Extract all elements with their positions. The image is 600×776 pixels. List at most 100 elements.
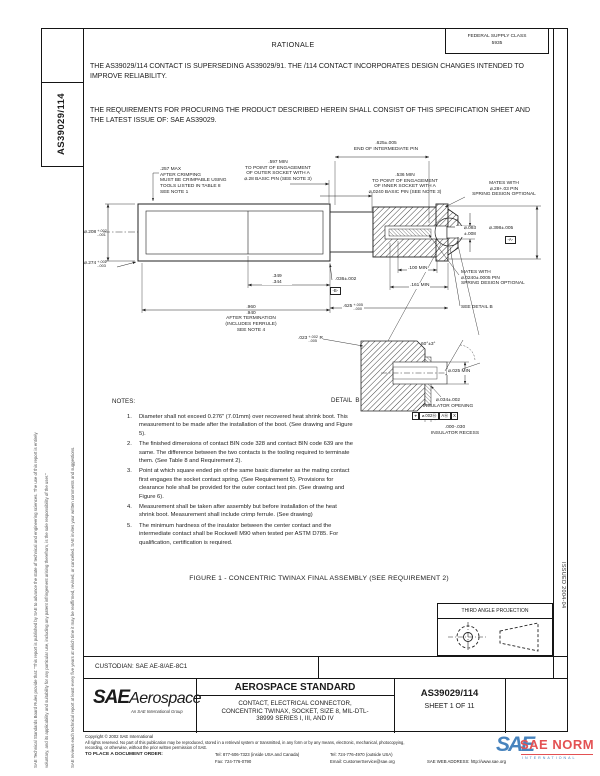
- document-number: AS39029/114: [420, 688, 479, 699]
- dim-value: ⌀.208: [84, 230, 97, 236]
- copyright-line: Copyright © 2002 SAE International: [85, 734, 154, 739]
- dim-suffix: R: [319, 336, 323, 342]
- datum-b-symbol: -B-: [330, 287, 341, 295]
- watermark-subtext: INTERNATIONAL: [522, 756, 577, 760]
- email-address: Email: CustomerService@sae.org: [330, 759, 395, 764]
- note-mates-outer-pin: MATES WITH ⌀.28+.03 PIN SPRING DESIGN OP…: [472, 181, 536, 198]
- title-block-rule: [394, 679, 395, 733]
- title-block-rule: [505, 679, 506, 733]
- fcf-datum-1: AⓂ: [438, 412, 451, 420]
- fsc-line1: FEDERAL SUPPLY CLASS: [467, 34, 527, 39]
- sae-logo-text: SAE: [93, 687, 130, 708]
- dim-value: .023: [298, 336, 308, 342]
- fax-number: Fax: 724-776-0790: [215, 759, 252, 764]
- federal-supply-class-box: FEDERAL SUPPLY CLASS 5935: [445, 28, 549, 54]
- rationale-heading: RATIONALE: [271, 40, 315, 49]
- note-item: 2. The finished dimensions of contact BI…: [127, 440, 353, 465]
- dim-161-min: .161 MIN: [409, 283, 431, 289]
- figure-1-caption: FIGURE 1 - CONCENTRIC TWINAX FINAL ASSEM…: [189, 575, 449, 582]
- see-detail-b-callout: SEE DETAIL B: [461, 305, 493, 310]
- tol-plus: +.002: [97, 260, 107, 264]
- tel-outside-usa: Tel: 724-776-4970 (outside USA): [330, 752, 393, 757]
- sae-norm-watermark: SAE SAE NORM INTERNATIONAL: [496, 733, 598, 775]
- dim-outer-engagement: .597 MIN TO POINT OF ENGAGEMENT OF OUTER…: [244, 160, 312, 183]
- third-angle-projection-label: THIRD ANGLE PROJECTION: [438, 604, 552, 619]
- fcf-tolerance: ⌀.002Ⓜ: [419, 412, 439, 420]
- note-item: 4. Measurement shall be taken after asse…: [127, 503, 353, 520]
- tol-plus: +.002: [97, 229, 107, 233]
- third-angle-projection-symbol: [448, 622, 539, 652]
- note-text: The finished dimensions of contact BIN c…: [139, 441, 353, 465]
- watermark-rule: [521, 754, 593, 755]
- left-margin-fine-print-2: voluntary, and its applicability and sui…: [44, 473, 49, 768]
- rationale-paragraph-2: THE REQUIREMENTS FOR PROCURING THE PRODU…: [90, 107, 531, 124]
- sheet-number: SHEET 1 OF 11: [424, 703, 475, 710]
- custodian-row: CUSTODIAN: SAE AE-8/AE-8C1: [83, 656, 568, 679]
- rationale-paragraph-1: THE AS39029/114 CONTACT IS SUPERSEDING A…: [90, 63, 525, 80]
- right-sidebar-rule: [553, 28, 554, 678]
- dim-diameter-208: ⌀.208 +.002-.001: [84, 229, 107, 237]
- note-text: Diameter shall not exceed 0.276" (7.01mm…: [139, 414, 353, 437]
- fcf-datum-2: X: [450, 412, 459, 420]
- title-block-rule: [196, 679, 197, 733]
- custodian-divider: [318, 657, 319, 679]
- dim-diameter-093: ⌀.093 ±.008: [455, 226, 485, 238]
- tol-plus: +.005: [353, 303, 363, 307]
- dim-diameter-274: ⌀.274 +.002-.003: [84, 260, 107, 268]
- dim-length-960-after-termination: .960 .940 AFTER TERMINATION (INCLUDES FE…: [225, 305, 277, 333]
- note-number: 1.: [127, 414, 132, 420]
- rights-statement: All rights reserved. No part of this pub…: [85, 740, 405, 751]
- title-block: SAEAerospace An SAE International Group …: [83, 678, 568, 733]
- left-margin-fine-print-1: SAE Technical Standards Board Rules prov…: [33, 432, 38, 768]
- tol-plus: +.002: [308, 335, 318, 339]
- dim-inner-engagement: .536 MIN TO POINT OF ENGAGEMENT OF INNER…: [368, 173, 442, 196]
- dim-length-625: .625 +.005-.000: [342, 303, 364, 312]
- detail-b-title: DETAIL B: [331, 397, 360, 404]
- insulator-opening-label: ⌀.034±.002 INSULATOR OPENING: [422, 398, 474, 409]
- order-label: TO PLACE A DOCUMENT ORDER:: [85, 752, 163, 757]
- note-mates-inner-pin: MATES WITH ⌀.0240±.0005 PIN SPRING DESIG…: [461, 270, 525, 287]
- note-item: 1. Diameter shall not exceed 0.276" (7.0…: [127, 413, 353, 438]
- note-item: 5. The minimum hardness of the insulator…: [127, 522, 353, 547]
- datum-a-symbol: -A-: [505, 236, 516, 244]
- watermark-emblem: SAE: [496, 733, 535, 756]
- note-text: The minimum hardness of the insulator be…: [139, 522, 339, 546]
- dim-value: ⌀.274: [84, 261, 97, 267]
- dim-diameter-025-min: ⌀.025 MIN: [447, 369, 472, 375]
- note-item: 3. Point at which square ended pin of th…: [127, 467, 353, 501]
- custodian-label: CUSTODIAN: SAE AE-8/AE-8C1: [95, 663, 188, 670]
- notes-list: 1. Diameter shall not exceed 0.276" (7.0…: [127, 413, 353, 549]
- assembly-drawing: [103, 155, 541, 422]
- insulator-recess-label: .000-.030 INSULATOR RECESS: [430, 425, 480, 436]
- third-angle-projection-box: THIRD ANGLE PROJECTION: [437, 603, 553, 656]
- note-number: 5.: [127, 522, 132, 529]
- aerospace-logo-text: Aerospace: [129, 690, 202, 707]
- sae-aerospace-logo: SAEAerospace An SAE International Group: [93, 687, 202, 714]
- dim-length-349-344: .349 .344: [262, 274, 292, 286]
- tol-minus: -.003: [97, 264, 106, 269]
- note-number: 2.: [127, 441, 132, 448]
- fsc-line2: 5935: [491, 40, 503, 46]
- standard-type-heading: AEROSPACE STANDARD: [196, 679, 394, 696]
- dim-100-min: .100 MIN: [407, 266, 429, 272]
- tol-minus: -.005: [308, 339, 317, 344]
- note-text: Measurement shall be taken after assembl…: [139, 504, 337, 519]
- dim-crimp-length-note: .257 MAX AFTER CRIMPING MUST BE CRIMPABL…: [160, 167, 227, 195]
- dim-diameter-398: ⌀.398±.005: [489, 226, 514, 231]
- tel-inside-usa: Tel: 877-606-7323 (inside USA and Canada…: [215, 752, 300, 757]
- dim-intermediate-pin-end: .625±.005 END OF INTERMEDIATE PIN: [353, 141, 419, 152]
- document-title: CONTACT, ELECTRICAL CONNECTOR, CONCENTRI…: [221, 700, 369, 723]
- web-address: SAE WEB ADDRESS: http://www.sae.org: [427, 759, 507, 764]
- note-text: Point at which square ended pin of the s…: [139, 468, 350, 500]
- doc-number-sidebar-divider: [41, 82, 84, 83]
- notes-heading: NOTES:: [112, 398, 136, 405]
- dim-radius-023: .023 +.002-.005 R: [298, 335, 323, 343]
- dim-flange-036: .036±.002: [334, 277, 358, 283]
- doc-number-sidebar-box: [41, 28, 84, 167]
- left-margin-fine-print-3: SAE reviews each technical report at lea…: [70, 446, 75, 768]
- feature-control-frame: ⌖ ⌀.002Ⓜ AⓂ X: [412, 412, 459, 420]
- logo-tagline: An SAE International Group: [131, 709, 183, 714]
- note-number: 4.: [127, 504, 132, 511]
- tol-minus: -.001: [97, 233, 106, 238]
